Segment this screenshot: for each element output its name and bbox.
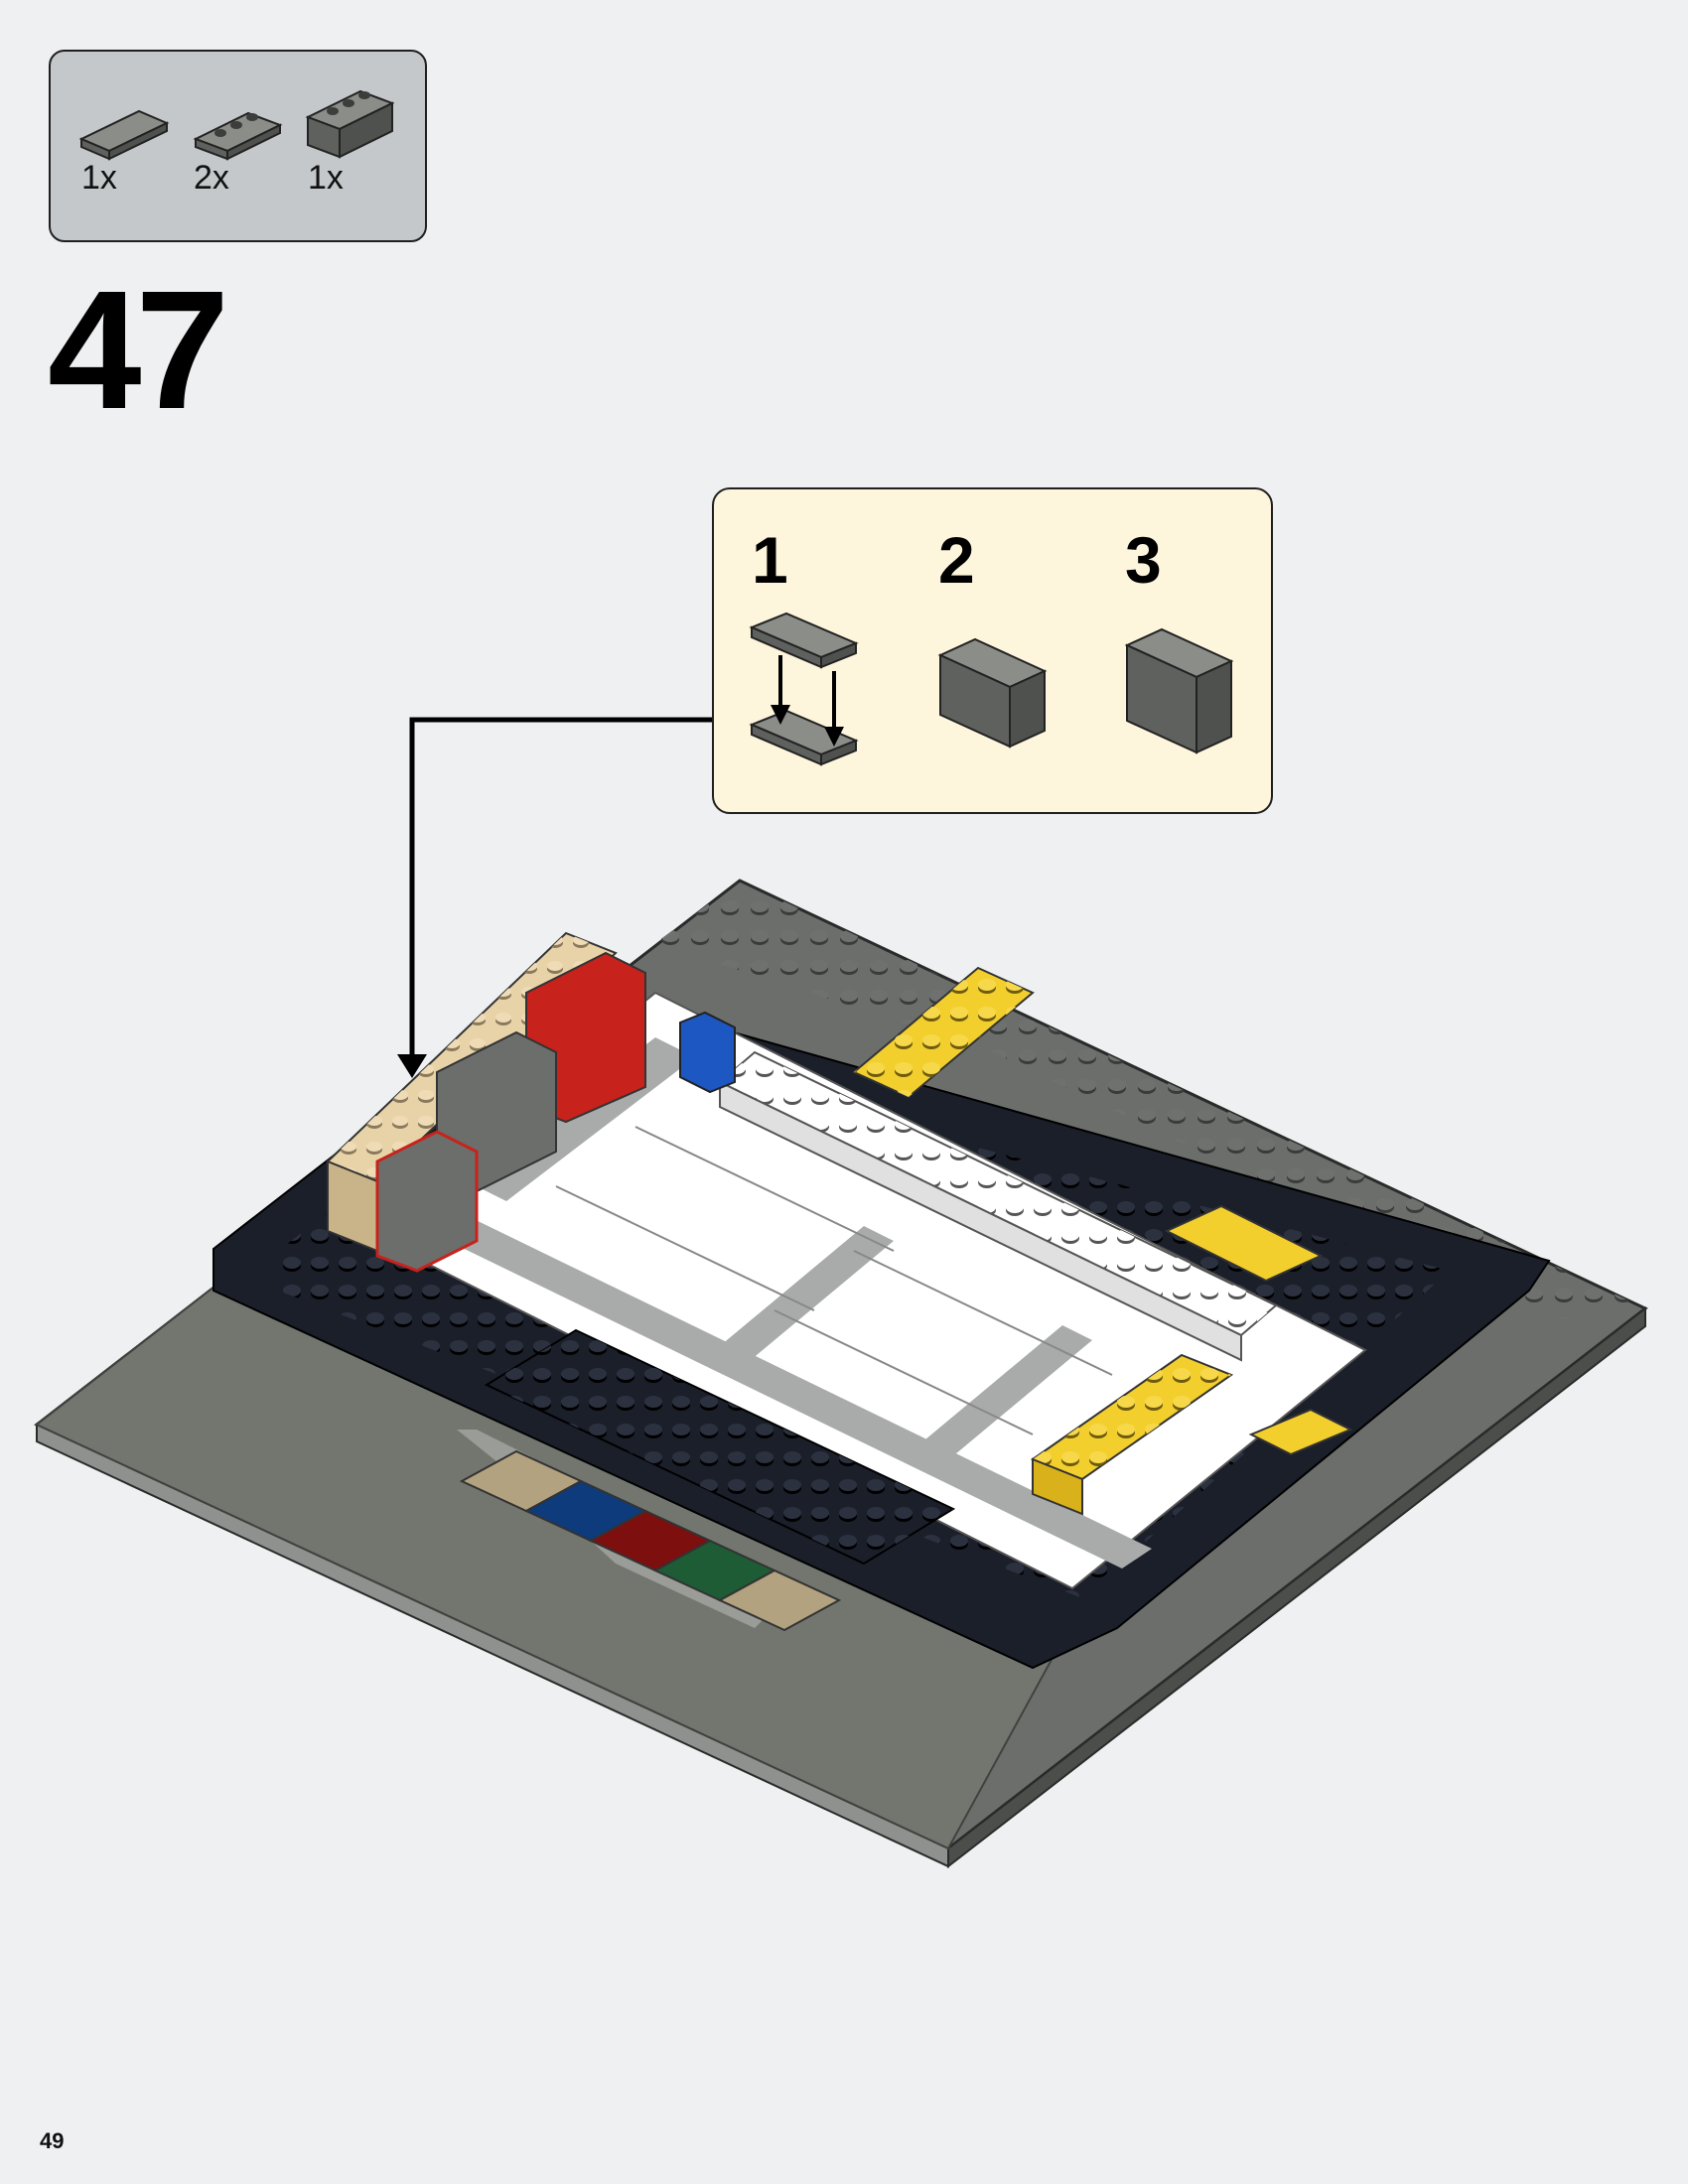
part-plate-1x4: [78, 109, 170, 161]
sub-step-1-plates: [749, 612, 859, 766]
part-plate-1x3: [193, 111, 283, 161]
sub-step-2-stack: [937, 637, 1048, 749]
sub-step-3: 3: [1125, 523, 1162, 597]
page-number: 49: [40, 2128, 65, 2153]
leader-arrowhead: [397, 1054, 427, 1078]
part-qty-1: 1x: [81, 159, 117, 197]
sub-step-1: 1: [752, 523, 788, 597]
main-model: [34, 879, 1648, 1869]
part-brick-1x3: [305, 89, 395, 159]
sub-step-3-brick: [1124, 627, 1234, 754]
step-number: 47: [48, 256, 229, 445]
part-qty-2: 2x: [194, 159, 229, 197]
part-qty-3: 1x: [308, 159, 344, 197]
sub-step-2: 2: [938, 523, 975, 597]
leader-line: [409, 717, 712, 1058]
